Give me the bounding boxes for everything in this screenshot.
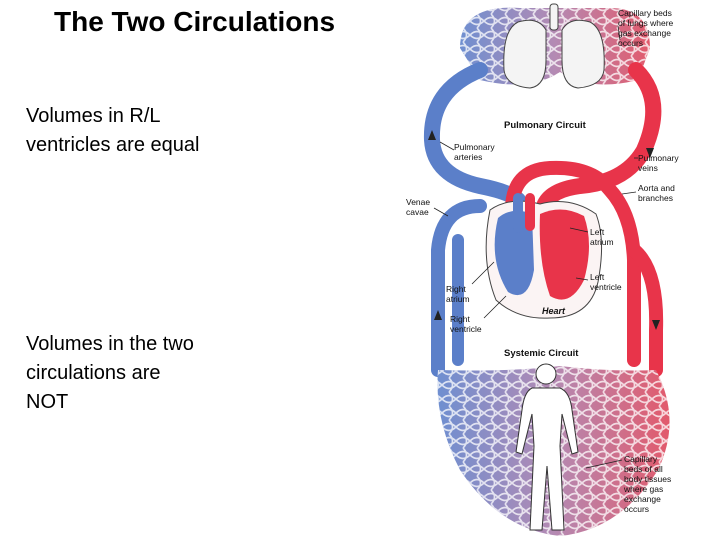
svg-text:cavae: cavae	[406, 207, 429, 217]
svg-text:occurs: occurs	[618, 38, 643, 48]
pulmonary-arteries-vessel	[423, 62, 526, 208]
svg-text:atrium: atrium	[590, 237, 614, 247]
svg-text:arteries: arteries	[454, 152, 482, 162]
label-pulmonary-arteries: Pulmonary arteries	[439, 141, 495, 162]
svg-text:Right: Right	[450, 314, 470, 324]
label-capillary-body: Capillary beds of all body tissues where…	[585, 454, 671, 514]
label-pulmonary-veins: Pulmonary veins	[634, 153, 679, 173]
svg-text:of lungs where: of lungs where	[618, 18, 674, 28]
svg-text:beds of all: beds of all	[624, 464, 663, 474]
circulation-diagram: Pulmonary Circuit Systemic Circuit Heart…	[400, 0, 720, 540]
human-figure-icon	[515, 363, 579, 531]
svg-text:body tissues: body tissues	[624, 474, 671, 484]
svg-text:veins: veins	[638, 163, 658, 173]
heart-label: Heart	[542, 306, 566, 316]
svg-text:occurs: occurs	[624, 504, 649, 514]
label-right-atrium: Right atrium	[446, 261, 495, 304]
label-capillary-lungs: Capillary beds of lungs where gas exchan…	[617, 8, 674, 48]
svg-text:Left: Left	[590, 227, 605, 237]
aorta-vessel	[505, 160, 641, 367]
label-aorta: Aorta and branches	[621, 183, 675, 203]
svg-text:Pulmonary: Pulmonary	[638, 153, 679, 163]
svg-text:ventricle: ventricle	[450, 324, 482, 334]
pulmonary-circuit-label: Pulmonary Circuit	[504, 120, 587, 131]
svg-text:Aorta and: Aorta and	[638, 183, 675, 193]
svg-text:ventricle: ventricle	[590, 282, 622, 292]
svg-text:Venae: Venae	[406, 197, 430, 207]
svg-text:Left: Left	[590, 272, 605, 282]
lungs-icon	[503, 3, 605, 89]
venae-cavae-vessel	[431, 199, 487, 377]
systemic-circuit-label: Systemic Circuit	[504, 348, 579, 359]
svg-text:gas exchange: gas exchange	[618, 28, 671, 38]
svg-text:Capillary: Capillary	[624, 454, 658, 464]
pulmonary-veins-vessel	[536, 62, 662, 214]
label-left-ventricle: Left ventricle	[575, 272, 622, 292]
bullet-ventricle-volumes: Volumes in R/L ventricles are equal	[26, 105, 200, 156]
label-venae-cavae: Venae cavae	[406, 197, 449, 217]
svg-text:Pulmonary: Pulmonary	[454, 142, 495, 152]
label-left-atrium: Left atrium	[569, 227, 614, 247]
bullet-circulation-volumes: Volumes in the two circulations are NOT	[26, 333, 194, 413]
flow-arrows	[428, 130, 660, 330]
heart-icon	[485, 193, 603, 319]
circulation-svg: Pulmonary Circuit Systemic Circuit Heart…	[406, 3, 679, 536]
svg-text:where gas: where gas	[623, 484, 663, 494]
label-right-ventricle: Right ventricle	[450, 295, 507, 334]
svg-text:atrium: atrium	[446, 294, 470, 304]
svg-text:exchange: exchange	[624, 494, 661, 504]
svg-text:Capillary beds: Capillary beds	[618, 8, 672, 18]
svg-text:Right: Right	[446, 284, 466, 294]
slide-title: The Two Circulations	[54, 6, 336, 37]
svg-text:branches: branches	[638, 193, 673, 203]
